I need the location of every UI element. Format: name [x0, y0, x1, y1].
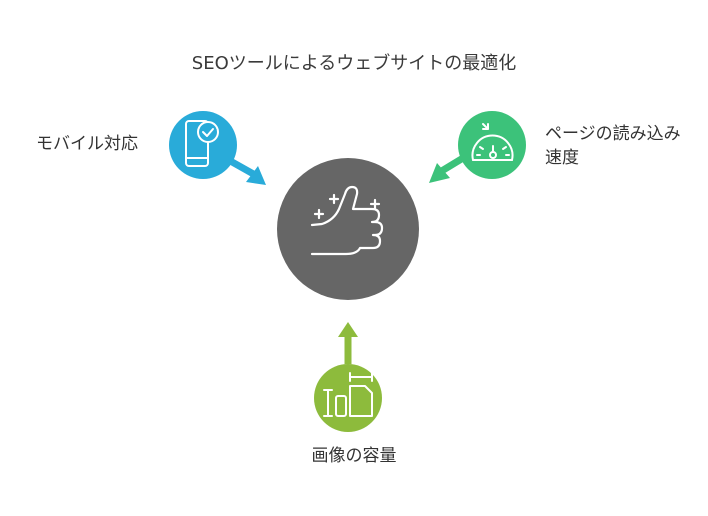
node-speed: [429, 111, 526, 183]
node-speed-circle: [458, 111, 526, 179]
speedometer-icon: [471, 123, 514, 161]
diagram-title: SEOツールによるウェブサイトの最適化: [191, 53, 517, 74]
image-size-icon: [323, 372, 373, 417]
node-mobile: [169, 111, 266, 185]
arrowhead-image: [338, 322, 358, 337]
node-image-label: 画像の容量: [311, 446, 397, 466]
smartphone-check-icon: [185, 120, 219, 167]
arrowhead-mobile: [246, 166, 266, 185]
node-speed-label: ページの読み込み速度: [545, 124, 681, 168]
arrowhead-speed: [429, 163, 450, 183]
node-image: [314, 322, 382, 432]
node-mobile-label: モバイル対応: [36, 134, 138, 154]
center-circle: [277, 158, 419, 300]
thumbs-up-icon: [310, 185, 384, 256]
